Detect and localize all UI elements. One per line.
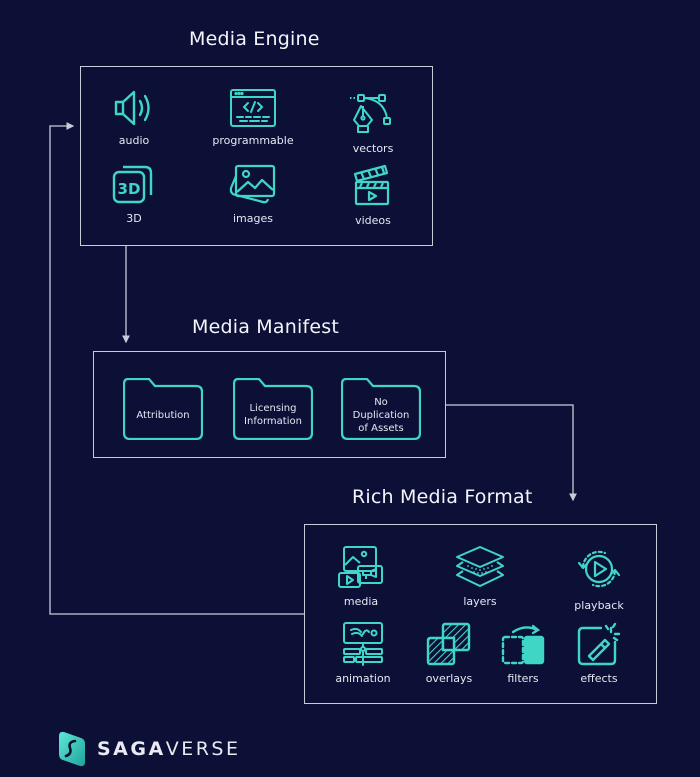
filters-icon [501, 624, 545, 665]
pen-tool-icon [350, 94, 391, 133]
animation-timeline-icon [343, 622, 383, 666]
media-engine-item-programmable: programmable [198, 88, 308, 147]
item-label: audio [118, 134, 150, 147]
media-engine-item-audio: audio [79, 88, 189, 147]
format-item-effects: effects [544, 622, 654, 685]
item-label: layers [463, 595, 497, 608]
format-item-overlays: overlays [394, 622, 504, 685]
folder-icon [123, 378, 203, 440]
manifest-folder-no-duplication: No Duplication of Assets [341, 378, 421, 440]
rich-media-format-title: Rich Media Format [352, 486, 533, 508]
playback-icon [577, 550, 621, 588]
code-window-icon [230, 89, 276, 127]
item-label: videos [355, 214, 391, 227]
item-label: media [343, 595, 379, 608]
connector-manifest-to-format [446, 404, 577, 502]
overlays-icon [426, 622, 471, 666]
folder-label: Attribution [136, 409, 190, 421]
layers-icon [456, 546, 504, 587]
format-item-media: media [306, 545, 416, 608]
format-item-layers: layers [425, 545, 535, 608]
item-label: vectors [352, 142, 394, 155]
folder-icon [233, 378, 313, 440]
media-collage-icon [338, 546, 383, 588]
brand-name-bold: SAGA [97, 738, 166, 760]
brand-name: SAGAVERSE [97, 738, 240, 760]
format-item-playback: playback [544, 545, 654, 612]
item-label: playback [574, 599, 624, 612]
item-label: images [233, 212, 273, 225]
item-label: effects [580, 672, 618, 685]
folder-label: Licensing Information [244, 403, 302, 427]
brand-name-light: VERSE [165, 738, 241, 760]
folder-label: No Duplication of Assets [352, 396, 410, 434]
format-item-filters: filters [468, 622, 578, 685]
sagaverse-logo-icon [59, 731, 85, 767]
manifest-folder-licensing: Licensing Information [233, 378, 313, 440]
media-engine-title: Media Engine [189, 28, 320, 50]
sagaverse-logo: SAGAVERSE [55, 730, 240, 768]
item-label: overlays [425, 672, 473, 685]
clapperboard-icon [353, 164, 390, 206]
rich-media-format-box [304, 524, 657, 704]
item-label: filters [507, 672, 539, 685]
media-engine-box [80, 66, 433, 246]
manifest-folder-attribution: Attribution [123, 378, 203, 440]
image-stack-icon [229, 164, 276, 204]
connector-format-to-engine [49, 122, 304, 615]
media-engine-item-3d: 3D 3D [79, 164, 189, 225]
speaker-icon [114, 90, 150, 126]
svg-text:3D: 3D [118, 180, 141, 198]
3d-icon: 3D [112, 165, 153, 204]
format-item-animation: animation [308, 622, 418, 685]
media-manifest-title: Media Manifest [192, 316, 339, 338]
media-manifest-box [93, 351, 446, 458]
item-label: programmable [212, 134, 294, 147]
media-engine-item-images: images [198, 164, 308, 225]
folder-icon [341, 378, 421, 440]
item-label: animation [335, 672, 391, 685]
item-label: 3D [126, 212, 142, 225]
magic-wand-icon [577, 622, 621, 666]
media-engine-item-videos: videos [318, 164, 428, 227]
media-engine-item-vectors: vectors [318, 94, 428, 155]
